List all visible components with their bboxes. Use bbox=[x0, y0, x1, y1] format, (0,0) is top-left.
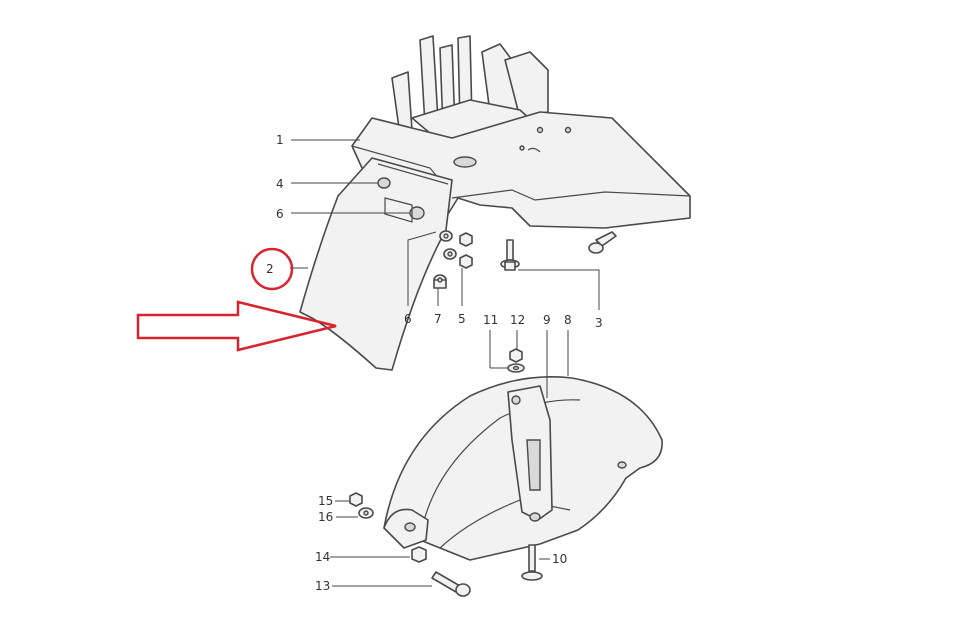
callout-4: 4 bbox=[276, 177, 284, 191]
callout-16: 16 bbox=[318, 510, 333, 524]
callout-15: 15 bbox=[318, 494, 333, 508]
highlight-annotations bbox=[136, 247, 337, 352]
callout-9: 9 bbox=[543, 313, 551, 327]
highlight-arrow bbox=[136, 300, 337, 352]
highlight-circle bbox=[250, 247, 294, 291]
callout-labels: 1 4 6 2 6 7 5 3 11 12 9 8 15 16 14 13 10 bbox=[266, 133, 603, 593]
callout-10: 10 bbox=[552, 552, 567, 566]
part-8-front-mudguard bbox=[383, 376, 663, 561]
callout-11: 11 bbox=[483, 313, 498, 327]
callout-1: 1 bbox=[276, 133, 284, 147]
callout-12: 12 bbox=[510, 313, 525, 327]
callout-5: 5 bbox=[458, 312, 466, 326]
callout-7: 7 bbox=[434, 312, 442, 326]
callout-8: 8 bbox=[564, 313, 572, 327]
fasteners-5-6-7 bbox=[433, 230, 473, 289]
callout-3: 3 bbox=[595, 316, 603, 330]
fasteners-11-12 bbox=[507, 348, 525, 373]
bolts-3 bbox=[500, 231, 617, 271]
callout-6-lower: 6 bbox=[404, 312, 412, 326]
callout-6-upper: 6 bbox=[276, 207, 284, 221]
callout-13: 13 bbox=[315, 579, 330, 593]
part-2-mud-flap bbox=[299, 157, 453, 371]
fasteners-13-16-10 bbox=[349, 492, 543, 597]
callout-14: 14 bbox=[315, 550, 330, 564]
leader-lines bbox=[290, 139, 600, 587]
part-1-upper-bracket bbox=[351, 35, 691, 229]
callout-2: 2 bbox=[266, 262, 274, 276]
